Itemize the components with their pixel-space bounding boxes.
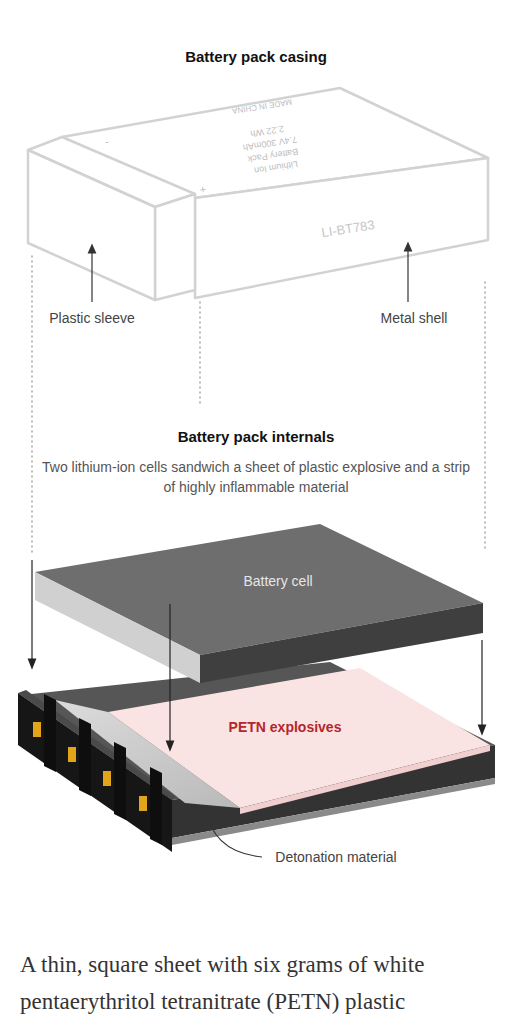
assembly-arrow bbox=[31, 560, 32, 660]
part-label: Plastic sleeve bbox=[49, 310, 135, 327]
casing-print: MADE IN CHINA bbox=[231, 97, 292, 116]
connector-tab bbox=[114, 742, 126, 820]
callout-arrows bbox=[89, 243, 412, 302]
casing-outline bbox=[28, 88, 488, 300]
arrow-head bbox=[29, 659, 36, 668]
arrow-head bbox=[167, 741, 174, 750]
arrow-head bbox=[405, 243, 412, 251]
caption-text: A thin, square sheet with six grams of w… bbox=[20, 946, 504, 1020]
explosive-sheet: PETN explosives bbox=[95, 662, 495, 820]
model-number: LI-BT783 bbox=[320, 217, 375, 241]
leader-line bbox=[206, 808, 262, 857]
arrow-head bbox=[89, 245, 96, 253]
contact-pad bbox=[103, 771, 111, 786]
connector-tab bbox=[150, 767, 162, 845]
terminal-sign: + bbox=[199, 183, 207, 197]
battery-cell-slab: Battery cell bbox=[30, 518, 492, 688]
assembly-arrow bbox=[481, 640, 482, 726]
node-face bbox=[108, 668, 490, 808]
section-description: Two lithium-ion cells sandwich a sheet o… bbox=[36, 457, 476, 497]
part-label: Metal shell bbox=[381, 310, 448, 327]
arrow-head bbox=[479, 725, 486, 734]
metal-shell-front bbox=[195, 158, 488, 298]
guide-lines bbox=[32, 256, 485, 556]
callout-arrow bbox=[407, 250, 408, 302]
guide-line bbox=[484, 282, 485, 550]
assembly-arrow-group bbox=[29, 560, 486, 750]
node-shape bbox=[95, 662, 495, 820]
node-face bbox=[200, 603, 483, 683]
section-heading: Battery pack internals bbox=[178, 428, 335, 446]
connector-tab bbox=[44, 694, 56, 772]
node-label: PETN explosives bbox=[229, 719, 342, 735]
part-label: Detonation material bbox=[275, 849, 396, 866]
assembly-arrow bbox=[169, 604, 170, 742]
section-heading: Battery pack casing bbox=[185, 48, 327, 66]
guide-line bbox=[199, 302, 200, 407]
node-shape bbox=[30, 518, 492, 688]
guide-line bbox=[31, 256, 32, 556]
contact-pad bbox=[139, 796, 147, 811]
callout-arrow bbox=[91, 252, 92, 302]
plastic-sleeve-side bbox=[155, 194, 195, 300]
contact-pad bbox=[33, 722, 41, 737]
node-label: Battery cell bbox=[243, 573, 312, 589]
node-face bbox=[240, 745, 490, 814]
terminal-sign: - bbox=[104, 136, 110, 150]
contact-pad bbox=[68, 747, 76, 762]
connector-tab bbox=[79, 718, 91, 796]
node-face bbox=[35, 572, 200, 683]
